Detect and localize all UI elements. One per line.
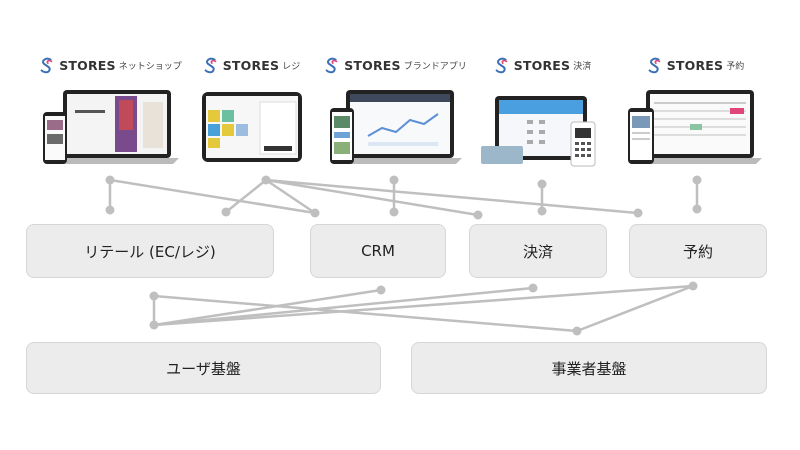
stores-logo-icon [648, 57, 661, 74]
domain-label-payment: 決済 [522, 242, 553, 261]
regi-device-illustration [202, 92, 302, 162]
domain-box-retail: リテール (EC/レジ) [26, 224, 274, 278]
brand-name: STORES [513, 57, 571, 73]
brand-name: STORES [59, 57, 116, 73]
domain-box-crm: CRM [310, 224, 446, 278]
foundation-box-user: ユーザ基盤 [26, 342, 381, 394]
brand-app-device-illustration [330, 90, 462, 164]
brand-name: STORES [344, 57, 401, 73]
brand-reserve: STORES 予約 [620, 52, 770, 78]
domain-label-reserve: 予約 [682, 242, 713, 261]
product-name: ブランドアプリ [403, 61, 467, 72]
product-name: 決済 [573, 61, 592, 72]
product-name: レジ [282, 61, 301, 72]
foundation-box-business: 事業者基盤 [411, 342, 767, 394]
brand-app: STORES ブランドアプリ [320, 52, 470, 78]
netshop-device-illustration [43, 90, 179, 164]
brand-regi: STORES レジ [176, 52, 326, 78]
brand-name: STORES [666, 57, 724, 73]
brand-name: STORES [222, 57, 280, 73]
stores-logo-icon [495, 57, 508, 74]
stores-logo-icon [204, 57, 217, 74]
foundation-label-user: ユーザ基盤 [166, 359, 241, 378]
product-name: 予約 [726, 61, 745, 72]
foundation-label-business: 事業者基盤 [551, 359, 627, 378]
domain-label-retail: リテール (EC/レジ) [84, 242, 216, 261]
stores-logo-icon [40, 57, 53, 74]
stores-logo-icon [325, 57, 338, 74]
brand-netshop: STORES ネットショップ [35, 52, 185, 78]
domain-box-payment: 決済 [469, 224, 607, 278]
product-name: ネットショップ [118, 61, 182, 72]
reserve-device-illustration [628, 90, 762, 164]
domain-label-crm: CRM [361, 242, 395, 260]
payment-device-illustration [481, 96, 596, 167]
domain-box-reserve: 予約 [629, 224, 767, 278]
brand-payment: STORES 決済 [467, 52, 617, 78]
